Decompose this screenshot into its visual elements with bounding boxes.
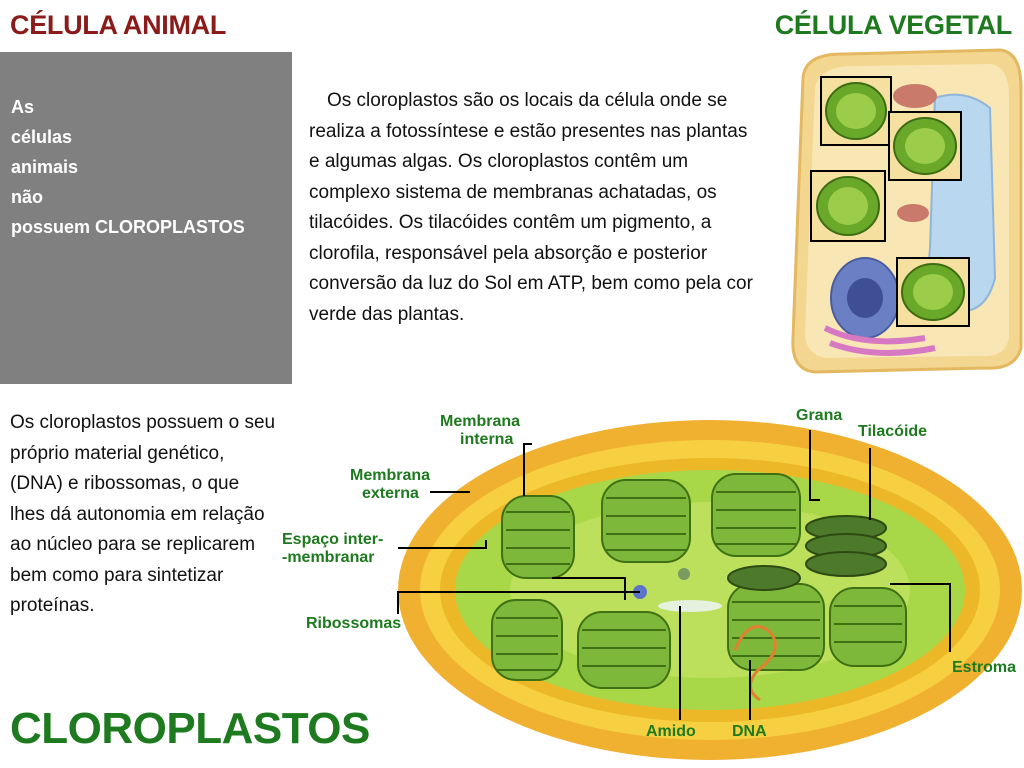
starch-grain — [658, 600, 722, 612]
label-estroma: Estroma — [952, 659, 1016, 676]
chloroplast-description: Os cloroplastos são os locais da célula … — [309, 90, 753, 325]
chloroplast-autonomy-text: Os cloroplastos possuem o seu próprio ma… — [10, 412, 276, 616]
animal-cell-panel — [0, 52, 292, 384]
chloroplast-thumbnail — [896, 257, 970, 327]
chloroplast-thumbnail — [810, 170, 886, 242]
thylakoid-stack — [727, 515, 887, 591]
chloroplast-thumbnail — [888, 111, 962, 181]
note-line: possuem CLOROPLASTOS — [11, 217, 245, 237]
label-membrana-interna: Membrana — [440, 413, 520, 430]
animal-cell-note: As células animais não possuem CLOROPLAS… — [11, 92, 286, 242]
chloroplast-diagram: Membrana interna Membrana externa Espaço… — [282, 407, 1022, 760]
label-grana: Grana — [796, 407, 842, 424]
label-tilacoide: Tilacóide — [858, 423, 927, 440]
label-ribossomas: Ribossomas — [306, 615, 401, 632]
chloroplast-thumbnail — [820, 76, 892, 146]
page-title: CLOROPLASTOS — [10, 704, 370, 753]
label-membrana-externa: externa — [362, 485, 419, 502]
note-line: células — [11, 127, 73, 147]
note-line: não — [11, 187, 44, 207]
label-amido: Amido — [646, 723, 696, 740]
label-membrana-externa: Membrana — [350, 467, 430, 484]
note-line: animais — [11, 157, 79, 177]
note-line: As — [11, 97, 35, 117]
animal-cell-title: CÉLULA ANIMAL — [10, 10, 227, 40]
label-espaco-intermembranar: -membranar — [282, 549, 374, 566]
label-dna: DNA — [732, 723, 767, 740]
label-espaco-intermembranar: Espaço inter- — [282, 531, 383, 548]
label-membrana-interna: interna — [460, 431, 513, 448]
plant-cell-title: CÉLULA VEGETAL — [774, 10, 1013, 40]
